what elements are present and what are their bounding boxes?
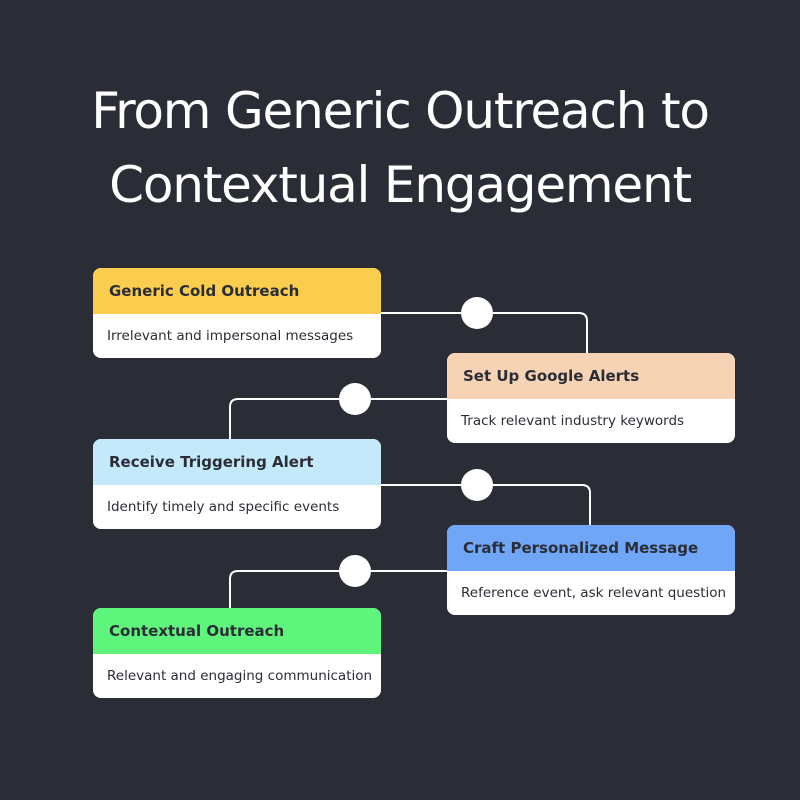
step-description: Reference event, ask relevant question bbox=[447, 571, 735, 615]
connector-3-4 bbox=[380, 484, 591, 525]
step-title: Set Up Google Alerts bbox=[447, 353, 735, 399]
step-description: Identify timely and specific events bbox=[93, 485, 381, 529]
step-title: Craft Personalized Message bbox=[447, 525, 735, 571]
step-description: Track relevant industry keywords bbox=[447, 399, 735, 443]
connector-node-2 bbox=[339, 383, 371, 415]
connector-4-5 bbox=[229, 570, 447, 609]
connector-node-3 bbox=[461, 469, 493, 501]
page-title: From Generic Outreach to Contextual Enga… bbox=[0, 74, 800, 222]
connector-node-4 bbox=[339, 555, 371, 587]
step-card-contextual-outreach: Contextual Outreach Relevant and engagin… bbox=[93, 608, 381, 698]
step-card-set-up-google-alerts: Set Up Google Alerts Track relevant indu… bbox=[447, 353, 735, 443]
step-description: Irrelevant and impersonal messages bbox=[93, 314, 381, 358]
step-card-craft-personalized-message: Craft Personalized Message Reference eve… bbox=[447, 525, 735, 615]
step-card-receive-triggering-alert: Receive Triggering Alert Identify timely… bbox=[93, 439, 381, 529]
step-card-generic-cold-outreach: Generic Cold Outreach Irrelevant and imp… bbox=[93, 268, 381, 358]
step-title: Receive Triggering Alert bbox=[93, 439, 381, 485]
step-title: Contextual Outreach bbox=[93, 608, 381, 654]
connector-2-3 bbox=[229, 398, 447, 439]
connector-1-2 bbox=[380, 312, 588, 353]
step-title: Generic Cold Outreach bbox=[93, 268, 381, 314]
connector-node-1 bbox=[461, 297, 493, 329]
title-line-1: From Generic Outreach to bbox=[91, 82, 710, 140]
step-description: Relevant and engaging communication bbox=[93, 654, 381, 698]
title-line-2: Contextual Engagement bbox=[109, 156, 692, 214]
